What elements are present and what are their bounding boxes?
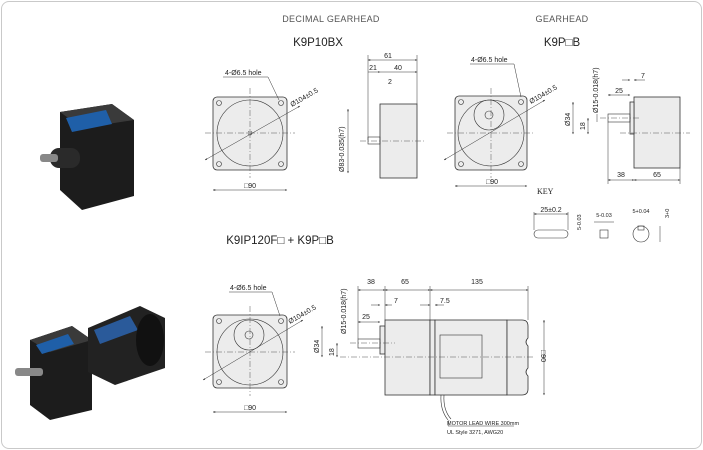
decimal-gearhead-heading: DECIMAL GEARHEAD	[282, 14, 380, 24]
key-drawing: KEY 25±0.2 5-0.03 5-0.03 5+0.04 3+0	[533, 187, 671, 243]
shaft-dia-label: Ø15-0.018(h7)	[593, 67, 600, 113]
pcd-label: Ø104±0.5	[288, 304, 318, 325]
key-width: 5-0.03	[596, 213, 612, 219]
combo-side-view: Ø15-0.018(h7) 38 65 135 7 7.5 25 Ø34 18 …	[314, 279, 546, 436]
square-label: □90	[486, 179, 498, 186]
decimal-side-view: 61 21 40 2 Ø83-0.035(h7)	[339, 53, 425, 179]
dim-135: 135	[471, 279, 483, 286]
square-label: □90	[244, 183, 256, 190]
key-length: 25±0.2	[540, 207, 561, 214]
dim-7: 7	[394, 298, 398, 305]
lead-wire-label: MOTOR LEAD WIRE 300mm	[447, 421, 519, 427]
dim-38: 38	[367, 279, 375, 286]
gearhead-heading: GEARHEAD	[536, 14, 589, 24]
dim-7: 7	[641, 73, 645, 80]
key-title: KEY	[537, 187, 554, 196]
geared-motor-photo	[15, 306, 165, 420]
model-decimal: K9P10BX	[293, 37, 343, 49]
dim-21: 21	[369, 65, 377, 72]
lead-wire-spec: UL Style 3271, AWG20	[447, 430, 503, 436]
dim-65: 65	[401, 279, 409, 286]
dim-2: 2	[388, 79, 392, 86]
hole-label: 4-Ø6.5 hole	[230, 285, 267, 292]
dim-25: 25	[615, 88, 623, 95]
pcd-label: Ø104±0.5	[529, 84, 559, 105]
combo-front-view: 4-Ø6.5 hole Ø104±0.5 □90	[202, 285, 318, 413]
keyway-width: 5+0.04	[633, 209, 650, 215]
hole-label: 4-Ø6.5 hole	[471, 57, 508, 64]
dim-18: 18	[580, 122, 587, 130]
dim-18: 18	[329, 348, 336, 356]
shaft-dia-label: Ø83-0.035(h7)	[339, 126, 346, 172]
keyway-depth: 3+0	[665, 209, 671, 218]
dim-61: 61	[384, 53, 392, 60]
decimal-front-view: 4-Ø6.5 hole Ø104±0.5 □90	[204, 70, 320, 191]
dim-7-5: 7.5	[440, 298, 450, 305]
dim-40: 40	[394, 65, 402, 72]
model-gearhead: K9P□B	[544, 37, 581, 49]
dim-65: 65	[653, 172, 661, 179]
side-square-label: □90	[539, 350, 546, 362]
dim-25: 25	[362, 314, 370, 321]
dim-34: Ø34	[314, 340, 321, 353]
model-combo: K9IP120F□ + K9P□B	[226, 235, 334, 247]
shaft-dia-label: Ø15-0.018(h7)	[341, 288, 348, 334]
dim-38: 38	[617, 172, 625, 179]
key-height: 5-0.03	[577, 214, 583, 230]
gearhead-front-view: 4-Ø6.5 hole Ø104±0.5 □90	[443, 57, 559, 187]
square-label: □90	[244, 405, 256, 412]
gearhead-side-view: Ø15-0.018(h7) 25 7 Ø34 18 38 65	[565, 67, 690, 184]
dim-34: Ø34	[565, 113, 572, 126]
gearhead-photo	[40, 104, 134, 210]
hole-label: 4-Ø6.5 hole	[225, 70, 262, 77]
pcd-label: Ø104±0.5	[290, 87, 320, 108]
